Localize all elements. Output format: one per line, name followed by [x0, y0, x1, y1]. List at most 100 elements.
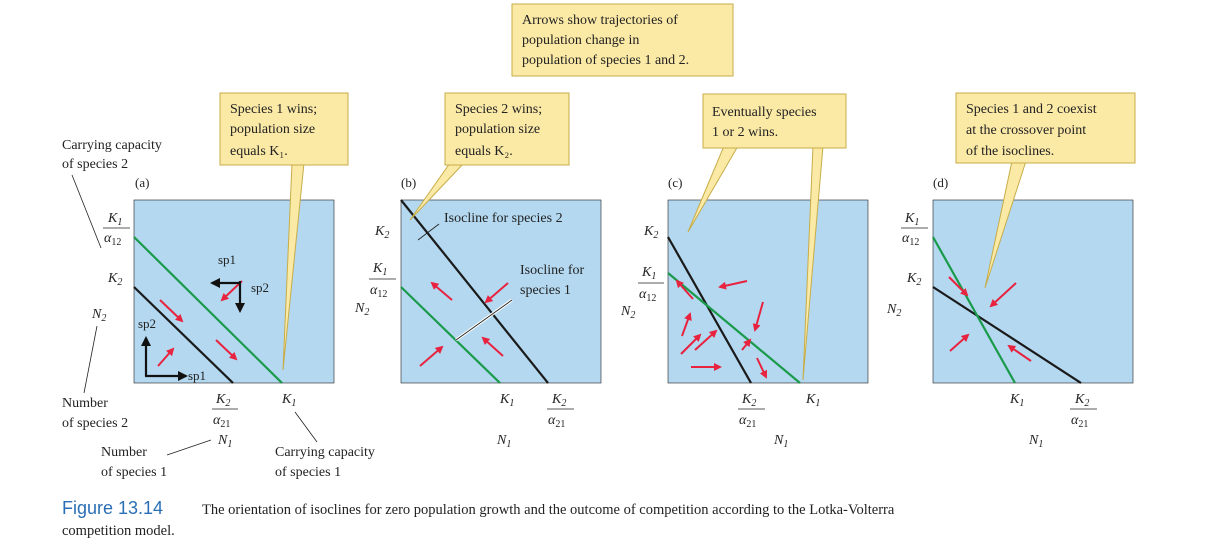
panel-c-k2-label: K2: [643, 224, 658, 241]
panel-d-n1-label: N1: [1028, 433, 1043, 450]
panel-c-red-arrow-3: [752, 301, 764, 332]
panel-b-n2-label: N2: [354, 301, 369, 318]
panel-b-k2-label: K2: [374, 224, 389, 241]
svg-text:α12: α12: [902, 231, 919, 248]
panel-b-red-arrow-2: [484, 282, 509, 304]
callout-c-text: Eventually species 1 or 2 wins.: [712, 105, 820, 140]
panel-c-n1-label: N1: [773, 433, 788, 450]
panel-b-red-arrow-4: [481, 336, 504, 357]
callout-top: [511, 3, 734, 77]
panel-d-red-arrow-1: [948, 276, 969, 297]
svg-text:K2: K2: [741, 392, 756, 409]
panel-b-k1-over-alpha12: K1 α12: [369, 261, 396, 300]
panel-b-k1-xlabel: K1: [499, 392, 514, 409]
panel-c-label: (c): [668, 175, 682, 190]
svg-text:K1: K1: [372, 261, 387, 278]
callout-b-text: Species 2 wins; population size equals K…: [455, 102, 546, 159]
callout-d: [955, 92, 1136, 164]
panel-a-n2-label: N2: [91, 307, 106, 324]
panel-a-background: [133, 199, 335, 384]
panel-a-red-arrow-1: [159, 299, 184, 323]
panel-b-isocline1-leader-inner: [455, 299, 513, 341]
panel-c-k1-xlabel: K1: [805, 392, 820, 409]
panel-c-red-arrow-6: [694, 329, 718, 351]
carrying-capacity-1-label: Carrying capacity of species 1: [275, 445, 378, 480]
panel-a-k1-over-alpha12: K1 α12: [103, 211, 130, 248]
panel-d-k1-over-alpha12: K1 α12: [901, 211, 928, 248]
panel-a-red-arrow-2: [215, 339, 238, 361]
callout-c: [702, 93, 847, 149]
panel-b-label: (b): [401, 175, 416, 190]
panel-a-k1-xlabel: K1: [281, 392, 296, 409]
panel-b-red-arrow-3: [419, 345, 444, 367]
panel-b-isocline-species1-label: Isocline for species 1: [520, 263, 588, 298]
caption-text-line2: competition model.: [62, 523, 175, 539]
callout-top-text: Arrows show trajectories of population c…: [522, 13, 689, 68]
svg-text:α21: α21: [1071, 413, 1088, 430]
panel-c-background: [667, 199, 869, 384]
panel-b-isocline2-leader: [417, 223, 440, 241]
panel-a-sp2-lower-label: sp2: [138, 316, 156, 331]
panel-d-k1-xlabel: K1: [1009, 392, 1024, 409]
panel-a-species1-isocline: [133, 236, 283, 384]
panel-a-label: (a): [135, 175, 149, 190]
svg-text:K2: K2: [215, 392, 230, 409]
panel-d-red-arrow-3: [949, 333, 970, 352]
panel-d-species1-isocline: [932, 236, 1016, 384]
number-species-1-label: Number of species 1: [101, 445, 167, 480]
panel-d-k2-over-alpha21: K2 α21: [1070, 392, 1097, 430]
svg-text:K1: K1: [107, 211, 122, 228]
panel-b-k2-over-alpha21: K2 α21: [547, 392, 574, 430]
panel-d-red-arrow-4: [1007, 344, 1032, 362]
panel-a-k2-label: K2: [107, 271, 122, 288]
panel-a-sp1-upper-label: sp1: [218, 252, 236, 267]
panel-c-k1-over-alpha12: K1 α12: [638, 265, 664, 304]
svg-text:K2: K2: [1074, 392, 1089, 409]
panel-d-label: (d): [933, 175, 948, 190]
panel-c-red-arrow-5: [680, 333, 702, 355]
panel-a-red-arrow-4: [220, 280, 243, 302]
panel-c-k2-over-alpha21: K2 α21: [738, 392, 765, 430]
panel-b-isocline-species2-label: Isocline for species 2: [444, 211, 563, 226]
panel-c-red-arrow-9: [756, 357, 768, 379]
panel-a-sp1-lower-label: sp1: [188, 368, 206, 383]
panel-a-k2-over-alpha21: K2 α21: [212, 392, 238, 430]
number-species-2-label: Number of species 2: [62, 396, 128, 431]
carrying-capacity-1-leader: [294, 411, 318, 443]
panel-d-n2-label: N2: [886, 302, 901, 319]
svg-text:α12: α12: [639, 287, 656, 304]
panel-a-sp2-upper-label: sp2: [251, 280, 269, 295]
svg-text:K2: K2: [551, 392, 566, 409]
panel-c-n2-label: N2: [620, 304, 635, 321]
svg-text:α12: α12: [104, 231, 121, 248]
panel-c-red-arrow-8: [741, 338, 752, 351]
panel-b-species2-isocline: [400, 199, 549, 384]
panel-c-red-arrow-2: [675, 279, 694, 300]
panel-c-species2-isocline: [667, 236, 752, 384]
panel-d-species2-isocline: [932, 286, 1082, 384]
number-species-2-leader: [83, 325, 98, 394]
panel-a-red-arrow-3: [157, 347, 175, 367]
panel-b-n1-label: N1: [496, 433, 511, 450]
caption-text: The orientation of isoclines for zero po…: [202, 502, 895, 518]
callout-a: [219, 92, 349, 166]
number-species-1-leader: [166, 439, 212, 456]
svg-text:α21: α21: [213, 413, 230, 430]
caption-figure-number: Figure 13.14: [62, 498, 163, 518]
svg-text:α12: α12: [370, 283, 387, 300]
svg-text:α21: α21: [548, 413, 565, 430]
panel-b-red-arrow-1: [430, 281, 453, 301]
callout-d-text: Species 1 and 2 coexist at the crossover…: [966, 102, 1100, 159]
callout-a-text: Species 1 wins; population size equals K…: [230, 102, 321, 159]
svg-text:K1: K1: [641, 265, 656, 282]
panel-b-species1-isocline: [400, 286, 501, 384]
panel-c-red-arrow-1: [718, 280, 748, 290]
carrying-capacity-2-label: Carrying capacity of species 2: [62, 138, 165, 172]
panel-c-species1-isocline: [667, 272, 801, 384]
svg-text:α21: α21: [739, 413, 756, 430]
carrying-capacity-2-leader: [71, 174, 102, 249]
callout-b: [444, 92, 570, 166]
svg-text:K1: K1: [904, 211, 919, 228]
panel-c-red-arrow-4: [681, 312, 692, 337]
